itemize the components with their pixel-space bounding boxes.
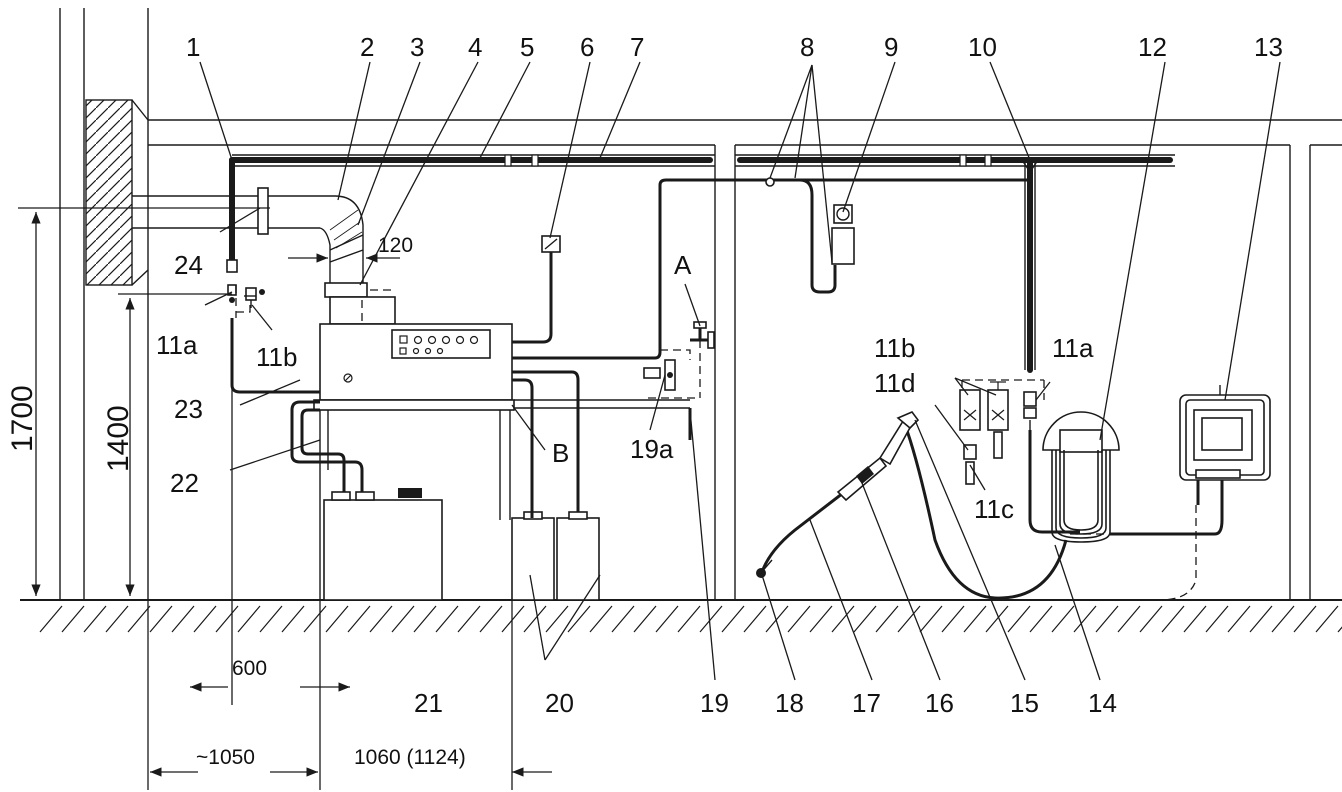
label-1: 1 [186, 32, 200, 62]
label-11d: 11d [874, 368, 915, 398]
label-9: 9 [884, 32, 898, 62]
label-11a-right: 11a [1052, 333, 1094, 363]
label-23: 23 [174, 394, 203, 424]
label-17: 17 [852, 688, 881, 718]
label-20: 20 [545, 688, 574, 718]
label-7: 7 [630, 32, 644, 62]
label-15: 15 [1010, 688, 1039, 718]
spray-lance [756, 411, 920, 578]
dim-1050: ~1050 [196, 746, 255, 769]
piping [226, 154, 1224, 601]
canisters [511, 511, 600, 601]
dim-1400: 1400 [102, 405, 135, 472]
stand [313, 399, 690, 600]
exhaust-pipe [132, 187, 396, 330]
dim-600: 600 [232, 657, 267, 680]
label-18: 18 [775, 688, 804, 718]
label-14: 14 [1088, 688, 1117, 718]
label-b: B [552, 438, 569, 468]
main-unit [319, 323, 513, 401]
label-24: 24 [174, 250, 203, 280]
label-13: 13 [1254, 32, 1283, 62]
label-19a: 19a [630, 434, 674, 464]
dimension-lines [18, 207, 552, 790]
wall-duct-hatched [85, 99, 133, 286]
label-11b-right: 11b [874, 333, 915, 363]
label-19: 19 [700, 688, 729, 718]
building-structure [20, 8, 1342, 633]
label-8: 8 [800, 32, 814, 62]
label-16: 16 [925, 688, 954, 718]
label-2: 2 [360, 32, 374, 62]
leader-lines [199, 61, 1281, 681]
floor-hatching [39, 605, 1342, 633]
label-11c: 11c [974, 494, 1014, 524]
label-5: 5 [520, 32, 534, 62]
label-22: 22 [170, 468, 199, 498]
label-6: 6 [580, 32, 594, 62]
control-unit [1179, 385, 1271, 481]
label-a: A [674, 250, 692, 280]
label-11a-left: 11a [156, 330, 198, 360]
label-21: 21 [414, 688, 443, 718]
dim-120: 120 [378, 234, 413, 257]
label-3: 3 [410, 32, 424, 62]
label-11b-left: 11b [256, 342, 297, 372]
label-10: 10 [968, 32, 997, 62]
label-12: 12 [1138, 32, 1167, 62]
tank [323, 488, 443, 601]
dim-1700: 1700 [6, 385, 39, 452]
dim-1060: 1060 (1124) [354, 746, 466, 769]
label-4: 4 [468, 32, 482, 62]
